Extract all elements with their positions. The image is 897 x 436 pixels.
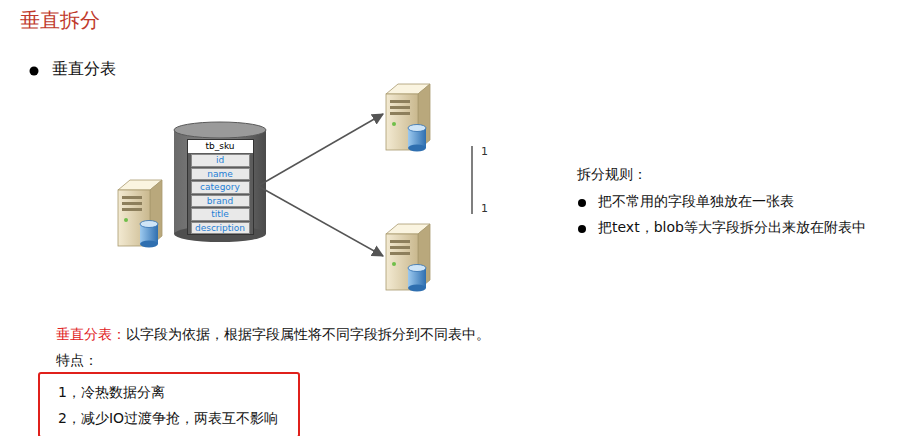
field-cell: brand [191, 195, 250, 208]
multiplicity-number: 1 [481, 145, 488, 158]
table-box: tb_skuid name category brand title descriptio… [187, 139, 254, 235]
multiplicity-number: 1 [481, 202, 488, 215]
bullet-dot [578, 199, 586, 207]
field-name: description [192, 223, 249, 234]
database-cylinder [174, 122, 266, 242]
feature-text: 1，冷热数据分离 [58, 379, 282, 405]
field-cell: id [191, 154, 250, 167]
field-cell: category [191, 181, 250, 194]
field-name: id [192, 155, 249, 166]
field-name: name [192, 169, 249, 180]
table-name: tb_sku [188, 140, 253, 153]
rules-heading: 拆分规则： [577, 166, 647, 184]
field-cell: name [191, 168, 250, 181]
split-arrow [258, 114, 383, 186]
features-heading: 特点： [56, 352, 98, 370]
slide-title: 垂直拆分 [20, 7, 100, 34]
rule-text: 把不常用的字段单独放在一张表 [598, 193, 794, 211]
term-highlight: 垂直分表： [56, 326, 126, 344]
split-arrow [258, 186, 383, 256]
server-icon [386, 224, 430, 292]
server-icon [118, 180, 162, 248]
field-cell: title [191, 208, 250, 221]
relation-line [471, 146, 473, 214]
bullet-dot [578, 225, 586, 233]
field-name: brand [192, 196, 249, 207]
bullet-dot [30, 67, 39, 76]
definition-text: 以字段为依据，根据字段属性将不同字段拆分到不同表中。 [126, 326, 490, 344]
highlight-box: 1，冷热数据分离2，减少IO过渡争抢，两表互不影响 [38, 372, 300, 436]
field-cell: description [191, 222, 250, 235]
rule-text: 把text，blob等大字段拆分出来放在附表中 [598, 219, 866, 237]
field-name: title [192, 209, 249, 220]
bullet-text: 垂直分表 [52, 59, 116, 80]
feature-text: 2，减少IO过渡争抢，两表互不影响 [58, 405, 282, 431]
server-icon [386, 84, 430, 152]
field-name: category [192, 182, 249, 193]
